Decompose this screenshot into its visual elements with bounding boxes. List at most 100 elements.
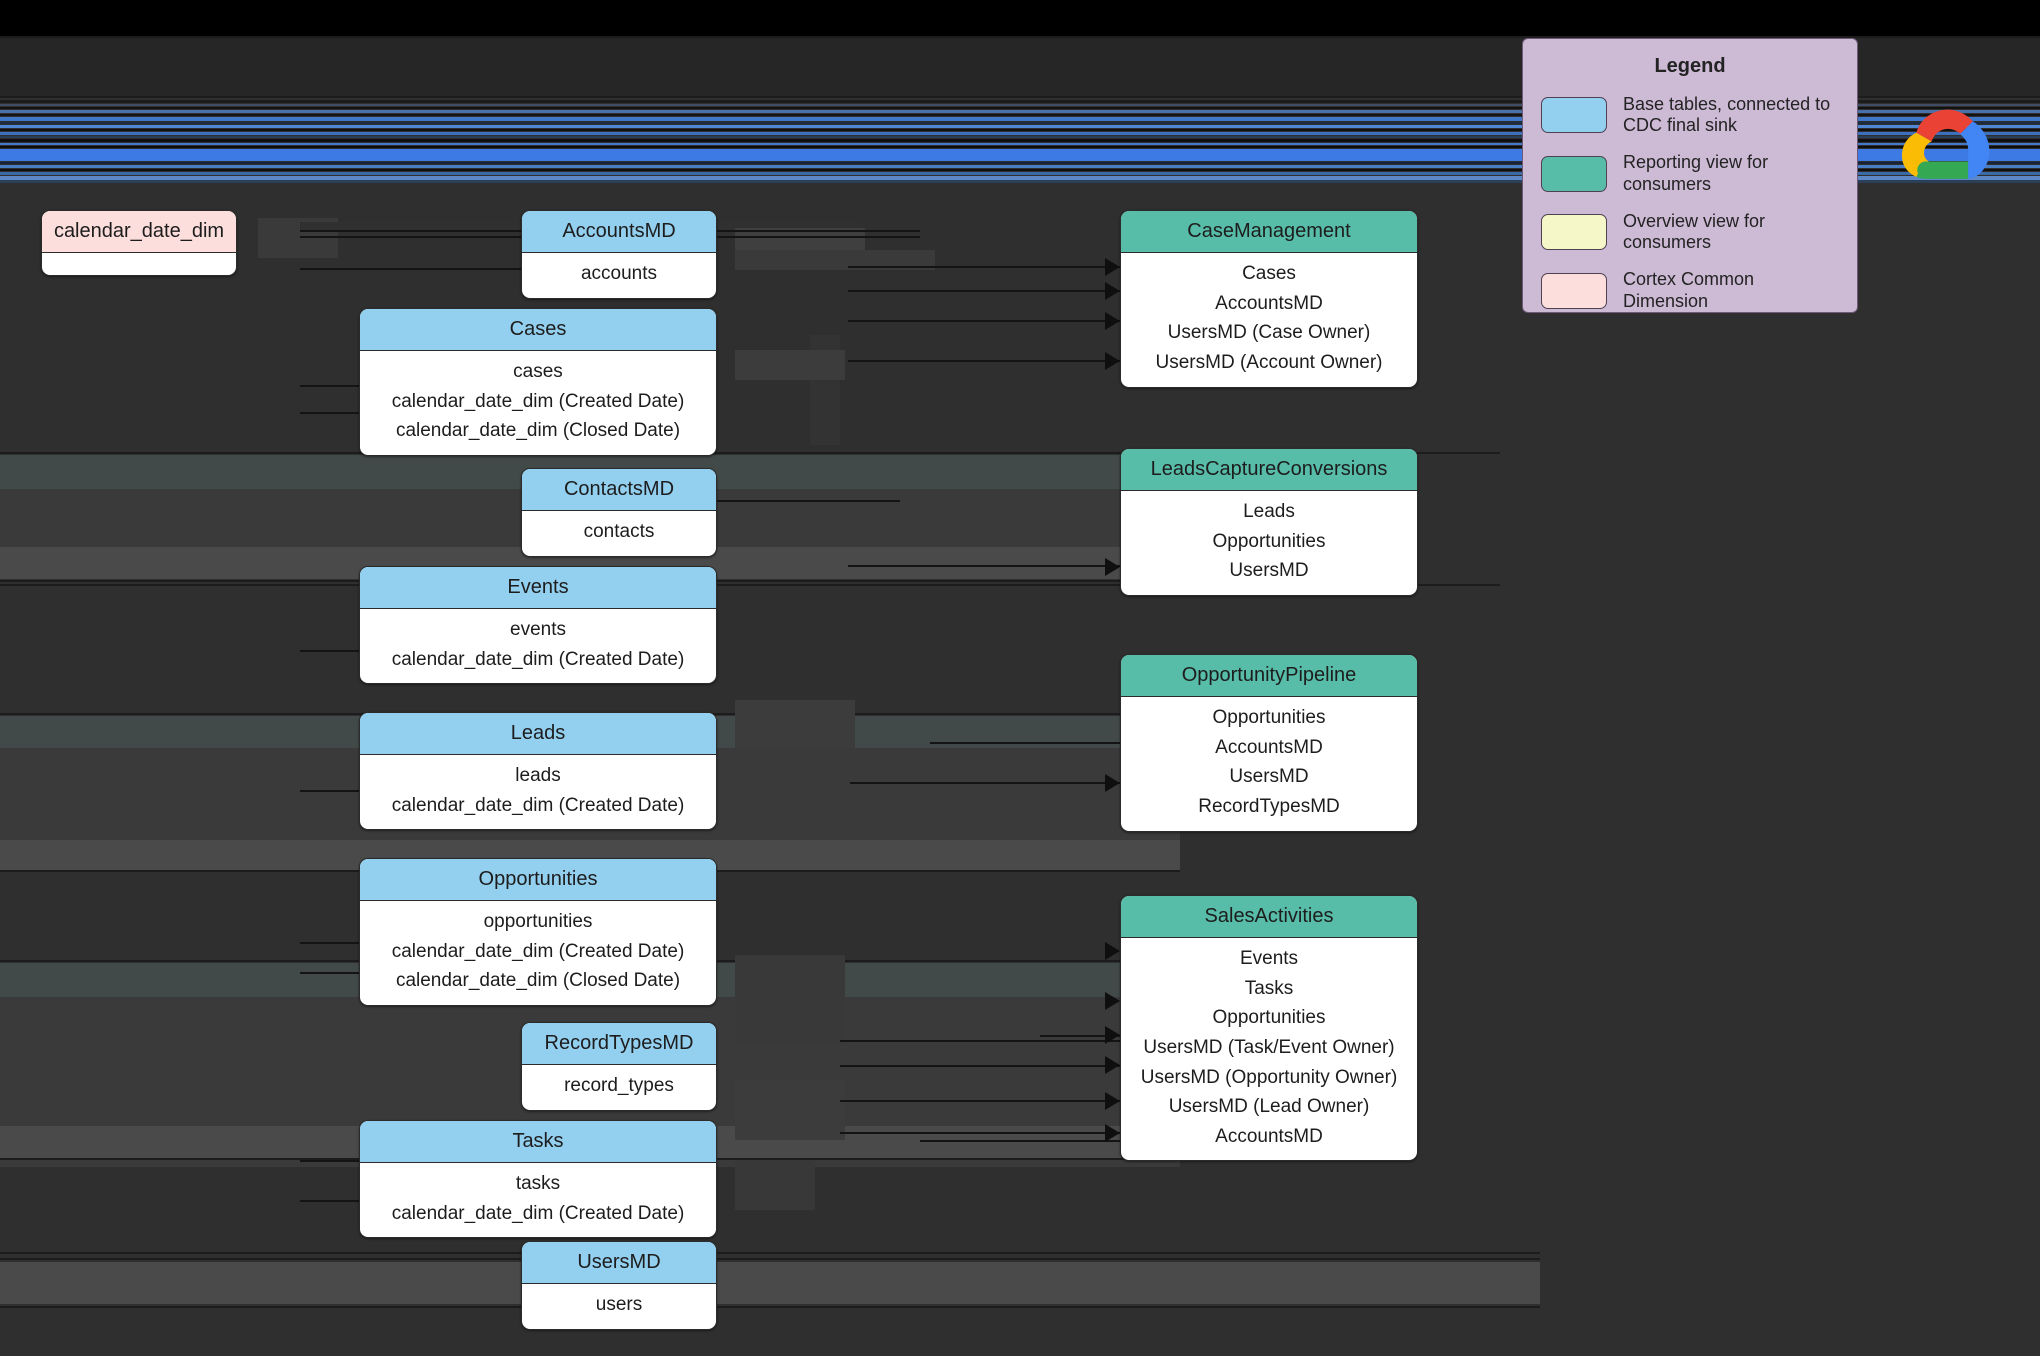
node-row: Tasks [1244, 977, 1294, 999]
node-rows: opportunities calendar_date_dim (Created … [360, 901, 716, 1005]
node-title: AccountsMD [522, 211, 716, 253]
node-rows: leads calendar_date_dim (Created Date) [360, 755, 716, 829]
node-title: Opportunities [360, 859, 716, 901]
node-rows: contacts [522, 511, 716, 556]
legend-panel: Legend Base tables, connected to CDC fin… [1522, 38, 1858, 313]
legend-item-2: Overview view for consumers [1541, 211, 1839, 253]
node-row: calendar_date_dim (Closed Date) [395, 970, 681, 992]
node-row: RecordTypesMD [1198, 795, 1340, 817]
node-title: LeadsCaptureConversions [1121, 449, 1417, 491]
arrow-icon [1105, 942, 1120, 960]
node-title: RecordTypesMD [522, 1023, 716, 1065]
node-row: calendar_date_dim (Created Date) [391, 794, 685, 816]
node-row: events [510, 619, 566, 640]
legend-item-label: Reporting view for consumers [1623, 152, 1769, 194]
node-row: calendar_date_dim (Created Date) [391, 648, 685, 670]
arrow-icon [1105, 992, 1120, 1010]
node-rows: tasks calendar_date_dim (Created Date) [360, 1163, 716, 1237]
node-title: Leads [360, 713, 716, 755]
node-title: CaseManagement [1121, 211, 1417, 253]
node-row: AccountsMD [1215, 292, 1323, 314]
node-rows: cases calendar_date_dim (Created Date) cal… [360, 351, 716, 455]
node-row: calendar_date_dim (Created Date) [391, 1202, 685, 1224]
node-record-types-md[interactable]: RecordTypesMD record_types [521, 1022, 717, 1111]
top-black-strip [0, 0, 2040, 36]
arrow-icon [1105, 352, 1120, 370]
node-title: Cases [360, 309, 716, 351]
node-calendar-date-dim[interactable]: calendar_date_dim [41, 210, 237, 276]
node-row: UsersMD (Case Owner) [1167, 322, 1371, 344]
legend-swatch-icon [1541, 214, 1607, 251]
legend-item-label: Overview view for consumers [1623, 210, 1766, 253]
legend-title: Legend [1654, 55, 1726, 77]
arrow-icon [1105, 312, 1120, 330]
node-row: UsersMD [1229, 560, 1309, 582]
node-rows: record_types [522, 1065, 716, 1110]
legend-swatch-icon [1541, 155, 1607, 192]
legend-item-label: Base tables, connected to CDC final sink [1623, 94, 1831, 136]
node-row: users [595, 1294, 643, 1315]
node-title: calendar_date_dim [42, 211, 236, 253]
node-row: opportunities [483, 911, 593, 932]
legend-items: Base tables, connected to CDC final sink… [1541, 94, 1839, 312]
node-cases[interactable]: Cases cases calendar_date_dim (Created Da… [359, 308, 717, 456]
node-row: accounts [580, 263, 658, 284]
node-row: UsersMD [1229, 766, 1309, 788]
node-row: calendar_date_dim (Closed Date) [395, 420, 681, 442]
node-row: Opportunities [1212, 530, 1326, 552]
node-row: Events [1239, 948, 1299, 969]
node-events[interactable]: Events events calendar_date_dim (Created … [359, 566, 717, 685]
node-row: tasks [515, 1173, 561, 1194]
node-row: Opportunities [1212, 707, 1326, 728]
node-rows [42, 253, 236, 275]
node-row: AccountsMD [1215, 1125, 1323, 1147]
node-title: ContactsMD [522, 469, 716, 511]
arrow-icon [1105, 258, 1120, 276]
legend-swatch-icon [1541, 97, 1607, 134]
node-row: cases [513, 361, 563, 382]
node-title: OpportunityPipeline [1121, 655, 1417, 697]
node-users-md[interactable]: UsersMD users [521, 1241, 717, 1330]
node-title: Tasks [360, 1121, 716, 1163]
google-cloud-logo [1900, 102, 1996, 198]
node-tasks[interactable]: Tasks tasks calendar_date_dim (Created Da… [359, 1120, 717, 1239]
legend-item-0: Base tables, connected to CDC final sink [1541, 94, 1839, 136]
node-contacts-md[interactable]: ContactsMD contacts [521, 468, 717, 557]
node-row: Leads [1243, 501, 1295, 522]
node-row: Opportunities [1212, 1007, 1326, 1029]
node-title: UsersMD [522, 1242, 716, 1284]
node-row: calendar_date_dim (Created Date) [391, 940, 685, 962]
arrow-icon [1105, 774, 1120, 792]
arrow-icon [1105, 1026, 1120, 1044]
node-row: leads [515, 765, 561, 786]
node-row: UsersMD (Account Owner) [1155, 351, 1383, 373]
node-row: record_types [564, 1075, 674, 1096]
arrow-icon [1105, 1124, 1120, 1142]
legend-item-label: Cortex Common Dimension [1623, 269, 1755, 311]
node-accounts-md[interactable]: AccountsMD accounts [521, 210, 717, 299]
node-leads[interactable]: Leads leads calendar_date_dim (Created Da… [359, 712, 717, 831]
node-opportunities[interactable]: Opportunities opportunities calendar_date… [359, 858, 717, 1006]
node-row: UsersMD (Task/Event Owner) [1143, 1036, 1395, 1058]
arrow-icon [1105, 282, 1120, 300]
node-title: Events [360, 567, 716, 609]
legend-item-1: Reporting view for consumers [1541, 152, 1839, 194]
arrow-icon [1105, 1056, 1120, 1074]
node-rows: accounts [522, 253, 716, 298]
arrow-icon [1105, 1092, 1120, 1110]
arrow-icon [1105, 558, 1120, 576]
node-row: UsersMD (Opportunity Owner) [1140, 1066, 1398, 1088]
node-rows: users [522, 1284, 716, 1329]
legend-swatch-icon [1541, 272, 1607, 309]
node-row: calendar_date_dim (Created Date) [391, 390, 685, 412]
legend-item-3: Cortex Common Dimension [1541, 269, 1839, 311]
